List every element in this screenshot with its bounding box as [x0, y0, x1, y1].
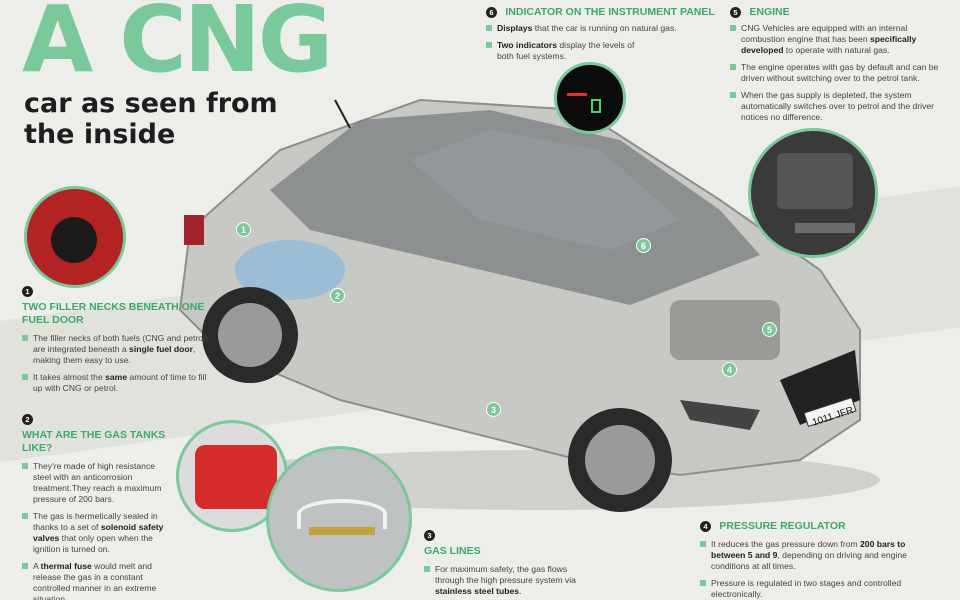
- bullet-item: The gas is hermetically sealed in thanks…: [22, 511, 172, 555]
- marker-5[interactable]: 5: [762, 322, 777, 337]
- marker-1[interactable]: 1: [236, 222, 251, 237]
- instrument-panel-photo: [554, 62, 626, 134]
- bullet-item: It reduces the gas pressure down from 20…: [700, 539, 910, 572]
- rear-rim: [218, 303, 282, 367]
- bullet-item: A thermal fuse would melt and release th…: [22, 561, 172, 600]
- bullet-item: It takes almost the same amount of time …: [22, 372, 212, 394]
- subheadline: car as seen from the inside: [24, 88, 278, 150]
- red-tank-shape: [195, 445, 277, 509]
- section-number-badge: 4: [700, 521, 711, 532]
- headlight: [680, 400, 760, 430]
- gas-tank-shape: [235, 240, 345, 300]
- section-number-badge: 6: [486, 7, 497, 18]
- bullet-item: Two indicators display the levels of bot…: [486, 40, 636, 62]
- section-title: ENGINE: [749, 6, 790, 18]
- section-number-badge: 3: [424, 530, 435, 542]
- bullet-item: Displays that the car is running on natu…: [486, 23, 716, 34]
- section-indicator: 6 INDICATOR ON THE INSTRUMENT PANEL Disp…: [486, 6, 716, 68]
- section-title: WHAT ARE THE GAS TANKS LIKE?: [22, 429, 166, 455]
- valve-shape: [309, 527, 375, 535]
- car-cutaway-svg: 1011 JFR: [178, 98, 880, 512]
- gas-line-photo: [266, 446, 412, 592]
- bullet-item: They're made of high resistance steel wi…: [22, 461, 172, 505]
- engine-photo: [748, 128, 878, 258]
- section-title: PRESSURE REGULATOR: [719, 520, 846, 532]
- engine-shape: [670, 300, 780, 360]
- tank-neck-shape: [297, 499, 387, 529]
- section-title: TWO FILLER NECKS BENEATH ONE FUEL DOOR: [22, 301, 205, 327]
- section-filler: 1 TWO FILLER NECKS BENEATH ONE FUEL DOOR…: [22, 286, 212, 400]
- car-illustration: 1011 JFR: [160, 80, 900, 520]
- section-number-badge: 1: [22, 286, 33, 298]
- fuel-door-photo: [24, 186, 126, 288]
- marker-6[interactable]: 6: [636, 238, 651, 253]
- section-engine: 5 ENGINE CNG Vehicles are equipped with …: [730, 6, 940, 129]
- license-plate-bg: [803, 396, 857, 428]
- bullet-item: When the gas supply is depleted, the sys…: [730, 90, 940, 123]
- section-tanks: 2 WHAT ARE THE GAS TANKS LIKE? They're m…: [22, 414, 172, 600]
- bullet-item: The engine operates with gas by default …: [730, 62, 940, 84]
- section-number-badge: 2: [22, 414, 33, 426]
- marker-2[interactable]: 2: [330, 288, 345, 303]
- cng-indicator-icon: [591, 99, 601, 113]
- section-title: INDICATOR ON THE INSTRUMENT PANEL: [505, 6, 715, 18]
- marker-4[interactable]: 4: [722, 362, 737, 377]
- bullet-item: Pressure is regulated in two stages and …: [700, 578, 910, 600]
- tail-light: [184, 215, 204, 245]
- front-rim: [585, 425, 655, 495]
- headline: A CNG: [22, 0, 333, 93]
- bullet-item: For maximum safety, the gas flows throug…: [424, 564, 594, 597]
- engine-block: [777, 153, 853, 209]
- bullet-item: The filler necks of both fuels (CNG and …: [22, 333, 212, 366]
- engine-label: [795, 223, 855, 233]
- section-gaslines: 3 GAS LINES For maximum safety, the gas …: [424, 530, 594, 600]
- filler-neck-shape: [51, 217, 97, 263]
- section-number-badge: 5: [730, 7, 741, 18]
- section-regulator: 4 PRESSURE REGULATOR It reduces the gas …: [700, 520, 910, 600]
- antenna: [334, 99, 351, 129]
- marker-3[interactable]: 3: [486, 402, 501, 417]
- car-interior: [410, 130, 680, 250]
- bullet-item: CNG Vehicles are equipped with an intern…: [730, 23, 940, 56]
- red-gauge-line: [567, 93, 587, 96]
- section-title: GAS LINES: [424, 545, 481, 558]
